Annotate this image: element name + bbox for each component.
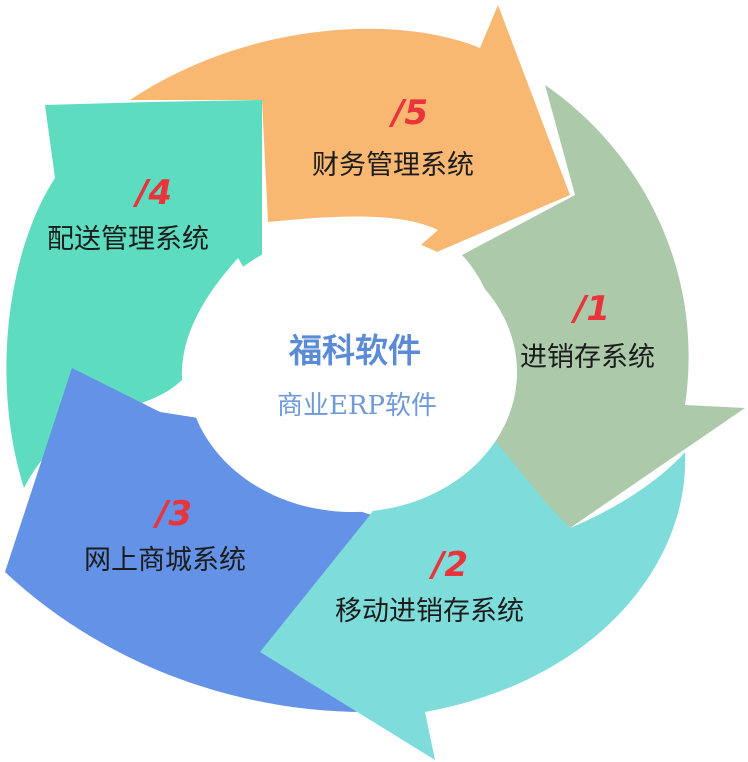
segment-3-label: 网上商城系统 [84,545,246,576]
arrow-segment-1 [445,85,745,528]
segment-2-label: 移动进销存系统 [335,596,524,627]
segment-2-number: /2 [432,545,469,585]
arrow-segment-5 [130,5,570,272]
segment-5-label: 财务管理系统 [312,150,474,181]
segment-5-number: /5 [392,93,429,133]
segment-1-label: 进销存系统 [520,342,655,373]
arrow-segment-2 [260,435,686,760]
segment-1-number: /1 [574,289,611,329]
segment-4-number: /4 [136,173,173,213]
center-subtitle: 商业ERP软件 [276,391,438,421]
segment-4-label: 配送管理系统 [47,224,209,255]
segment-3-number: /3 [156,494,193,534]
center-hub [187,232,517,512]
center-title: 福科软件 [289,331,421,370]
